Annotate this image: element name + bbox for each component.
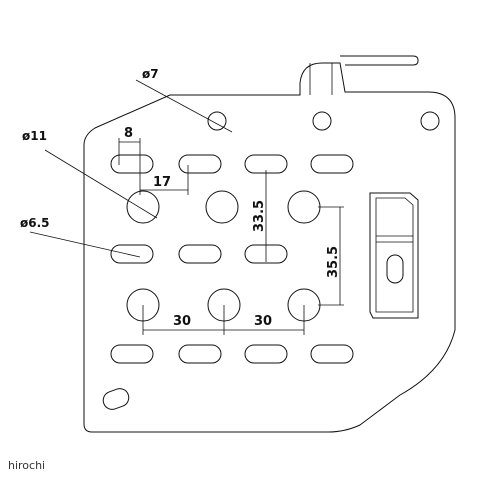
- large-hole: [287, 190, 321, 224]
- dim-vertical-b: 35.5: [326, 246, 341, 278]
- slot: [178, 344, 222, 364]
- slot: [110, 344, 154, 364]
- hole-top-right-1: [312, 111, 332, 131]
- dim-slot-width: 8: [124, 126, 133, 141]
- slot-d65: [110, 244, 154, 264]
- slot: [110, 154, 154, 174]
- top-tab: [340, 55, 419, 66]
- slot: [178, 154, 222, 174]
- slot: [178, 244, 222, 264]
- plate-outline: [83, 62, 456, 433]
- hole-d11: [126, 190, 160, 224]
- slot-bottom-left: [102, 388, 130, 410]
- label-d7: ø7: [142, 67, 159, 81]
- hole-top-right-2: [420, 111, 440, 131]
- label-d11: ø11: [22, 129, 47, 143]
- caption: hirochi: [8, 459, 46, 472]
- side-bracket: [369, 192, 419, 319]
- dim-spacing-left: 30: [173, 314, 191, 329]
- dim-spacing-right: 30: [254, 314, 272, 329]
- slot: [244, 344, 288, 364]
- slot: [310, 154, 354, 174]
- hole-d7: [207, 111, 227, 131]
- slot: [310, 344, 354, 364]
- large-hole: [205, 190, 239, 224]
- dim-slot-spacing: 17: [153, 175, 171, 190]
- label-d65: ø6.5: [20, 216, 50, 230]
- dim-vertical-a: 33.5: [252, 200, 267, 232]
